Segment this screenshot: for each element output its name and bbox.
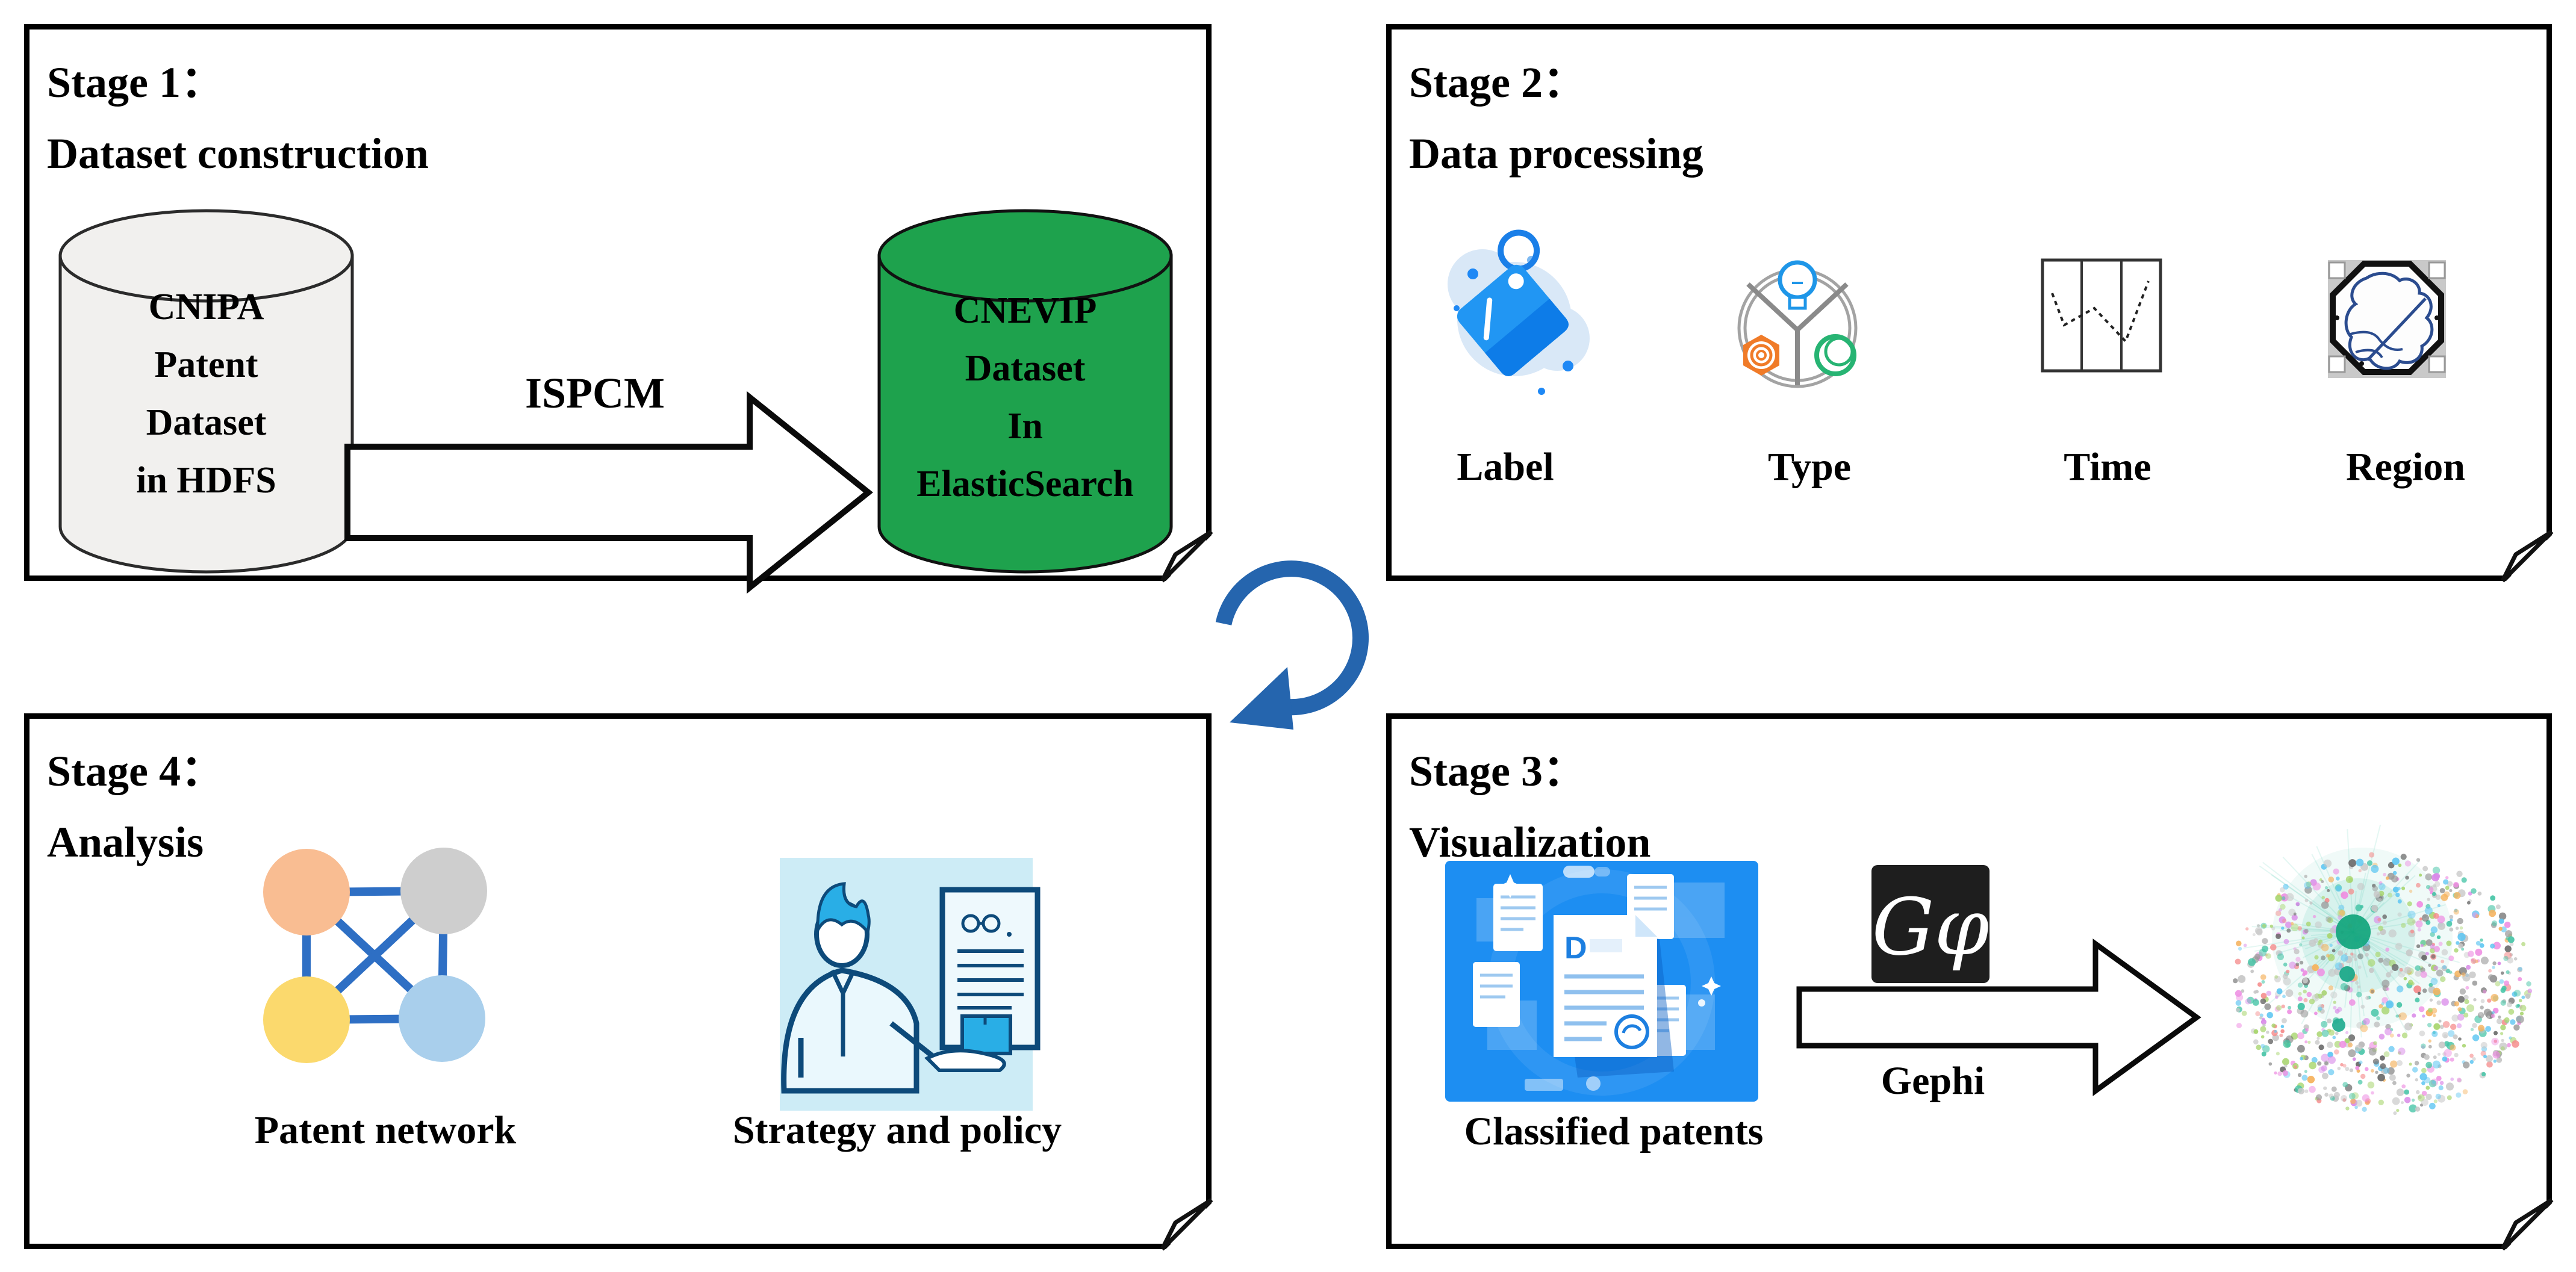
- region-item-caption: Region: [2346, 445, 2465, 489]
- cnipa-database-icon: [58, 209, 354, 574]
- stage4-title-line1: Stage 4：: [47, 747, 224, 795]
- stage3-title-line1: Stage 3：: [1409, 747, 1586, 795]
- patent-network-caption: Patent network: [254, 1108, 517, 1152]
- type-icon: [1737, 260, 1858, 388]
- cnipa-database-label: CNIPA Patent Dataset in HDFS: [136, 287, 276, 501]
- region-icon: [2328, 260, 2446, 378]
- classified-patents-caption: Classified patents: [1464, 1109, 1764, 1153]
- label-tag-icon: [1448, 229, 1590, 395]
- stage4-title-line2: Analysis: [47, 818, 204, 866]
- stage2-title: Stage 2： Data processing: [1409, 47, 1703, 189]
- stage1-title-line2: Dataset construction: [47, 129, 429, 178]
- gephi-caption: Gephi: [1881, 1059, 1985, 1103]
- cnevip-database-icon: [877, 209, 1173, 574]
- stage2-title-line1: Stage 2：: [1409, 58, 1586, 107]
- cycle-arrow-icon: [1215, 560, 1369, 730]
- stage2-title-line2: Data processing: [1409, 129, 1703, 178]
- label-item-caption: Label: [1457, 445, 1554, 489]
- stage3-title-line2: Visualization: [1409, 818, 1651, 866]
- patent-network-icon: [263, 848, 487, 1063]
- type-item-caption: Type: [1767, 445, 1852, 489]
- ispcm-arrow-icon: [344, 391, 873, 594]
- classified-doc-letter: D: [1564, 931, 1587, 966]
- time-icon: [2041, 258, 2162, 373]
- gephi-logo-glyph: Gφ: [1872, 881, 1990, 973]
- stage1-title: Stage 1： Dataset construction: [47, 47, 429, 189]
- strategy-policy-caption: Strategy and policy: [732, 1108, 1062, 1152]
- gephi-arrow-icon: [1796, 938, 2201, 1096]
- gephi-network-image: [2233, 824, 2533, 1115]
- stage4-title: Stage 4： Analysis: [47, 736, 224, 878]
- stage3-title: Stage 3： Visualization: [1409, 736, 1650, 878]
- classified-patents-icon: D: [1445, 861, 1758, 1102]
- page-fold-icons: [1160, 530, 2557, 1254]
- cnevip-database-label: CNEVIP Dataset In ElasticSearch: [916, 290, 1134, 504]
- gephi-logo-icon: Gφ: [1871, 865, 1990, 983]
- stage1-title-line1: Stage 1：: [47, 58, 224, 107]
- time-item-caption: Time: [2064, 445, 2151, 489]
- ispcm-arrow-label: ISPCM: [525, 369, 665, 417]
- strategy-policy-icon: [780, 858, 1041, 1111]
